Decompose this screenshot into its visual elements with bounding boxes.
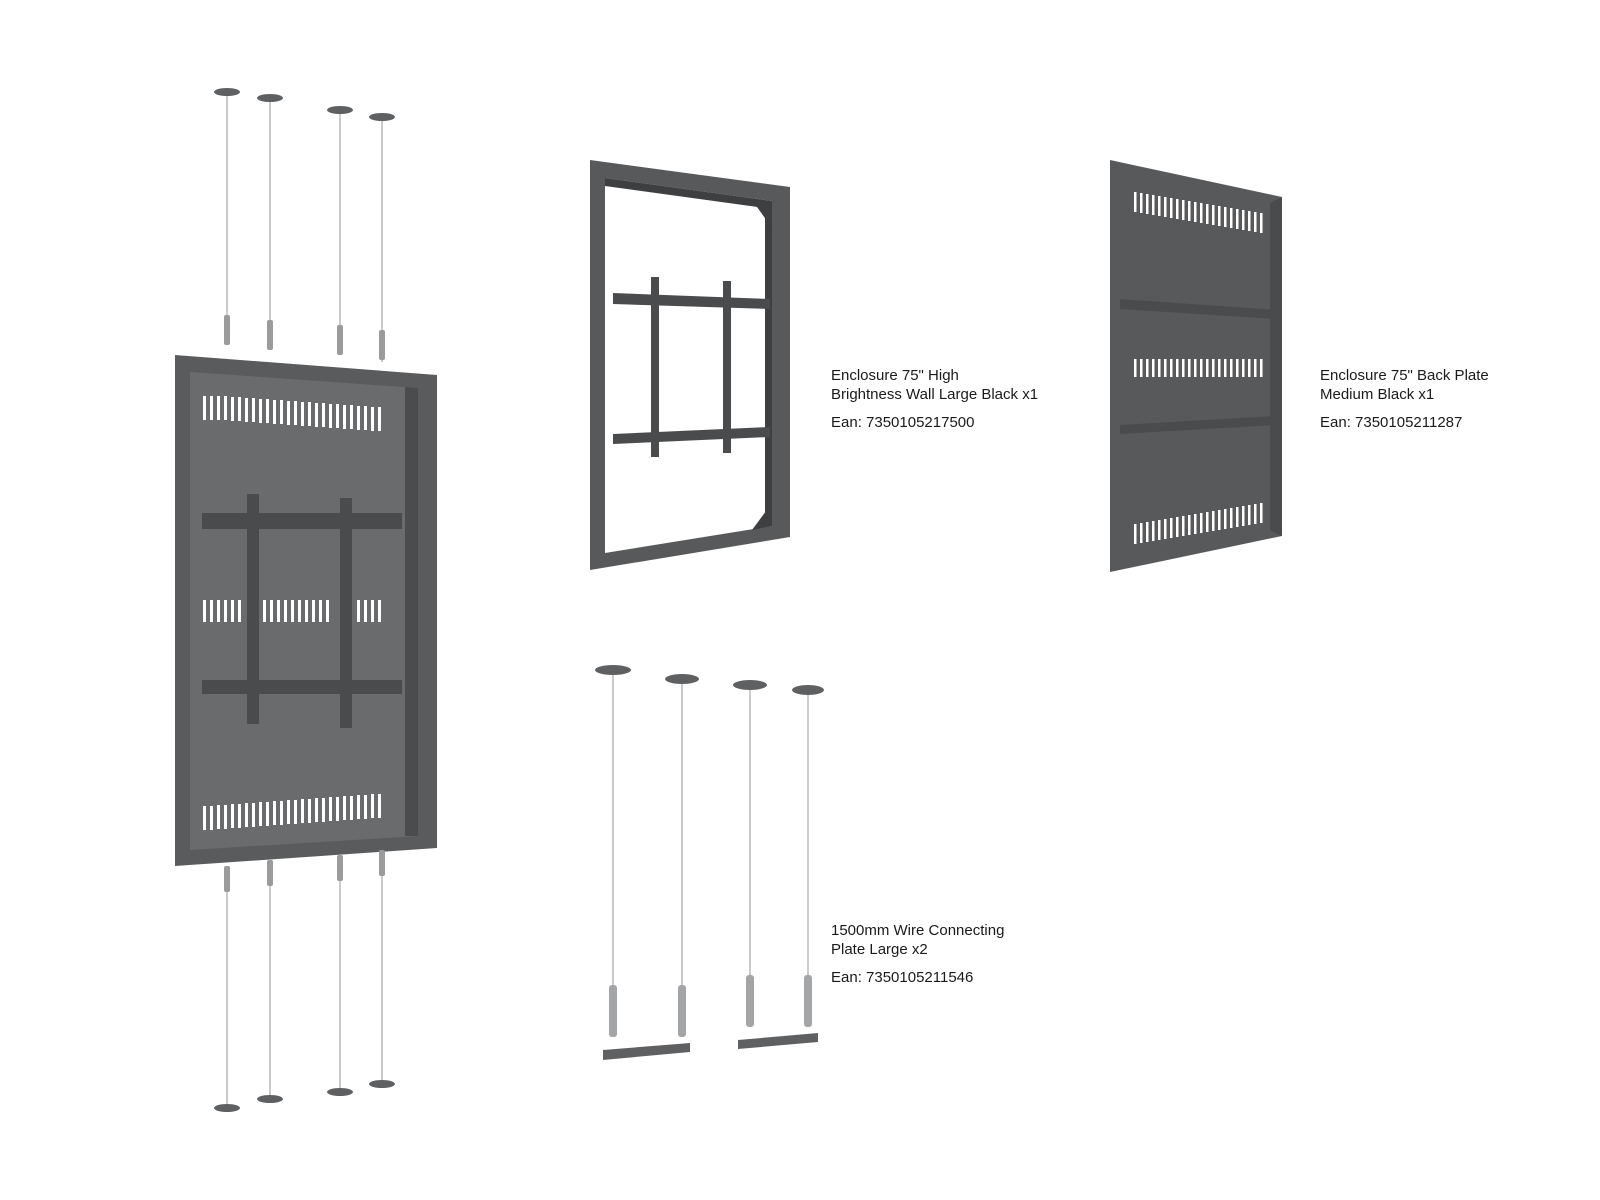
frame-vesa-bracket [613, 277, 770, 457]
bottom-wire-tensioners [224, 850, 385, 892]
vesa-bracket [202, 494, 402, 728]
back-plate-product [1110, 160, 1282, 572]
chain-links [609, 975, 812, 1037]
back-plate-rails [1120, 299, 1276, 434]
frame-side-lip [765, 201, 772, 526]
top-ceiling-discs [214, 88, 395, 121]
hanging-discs [595, 665, 824, 695]
product-label-back-plate: Enclosure 75" Back Plate Medium Black x1… [1320, 366, 1489, 432]
back-plate-vents-top [1134, 192, 1263, 233]
connecting-plate-bars [603, 1033, 818, 1060]
product-name-line1: Enclosure 75" Back Plate [1320, 367, 1489, 384]
enclosure-side [405, 387, 418, 836]
product-name-line2: Plate Large x2 [831, 941, 928, 958]
back-plate-vents-bottom [1134, 503, 1263, 544]
vent-slots-bottom [203, 794, 381, 830]
back-plate-vents-middle [1134, 359, 1263, 377]
frame-corner-top [752, 200, 772, 228]
back-plate-rim [1270, 197, 1282, 536]
product-name-line1: 1500mm Wire Connecting [831, 922, 1005, 939]
frame-opening [605, 178, 772, 553]
product-name-line1: Enclosure 75" High [831, 367, 959, 384]
bottom-floor-wires [226, 850, 383, 1105]
product-ean: Ean: 7350105211546 [831, 969, 974, 986]
frame-inner-lip [605, 178, 772, 209]
product-label-wire-plate: 1500mm Wire Connecting Plate Large x2 Ea… [831, 921, 1004, 987]
hanging-wires [612, 673, 809, 985]
vent-slots-middle [203, 600, 381, 622]
product-label-enclosure: Enclosure 75" High Brightness Wall Large… [831, 366, 1038, 432]
product-ean: Ean: 7350105217500 [831, 414, 975, 431]
bottom-floor-discs [214, 1080, 395, 1112]
product-name-line2: Medium Black x1 [1320, 386, 1435, 403]
product-name-line2: Brightness Wall Large Black x1 [831, 386, 1039, 403]
enclosure-frame-product [590, 160, 790, 570]
enclosure-inner [190, 372, 418, 850]
product-ean: Ean: 7350105211287 [1320, 414, 1463, 431]
top-ceiling-wires [226, 95, 383, 362]
top-wire-tensioners [224, 315, 385, 360]
frame-corner-bottom [752, 503, 772, 530]
assembled-enclosure [175, 88, 437, 1112]
wire-connecting-plates [595, 665, 824, 1060]
vent-slots-top [203, 396, 381, 431]
